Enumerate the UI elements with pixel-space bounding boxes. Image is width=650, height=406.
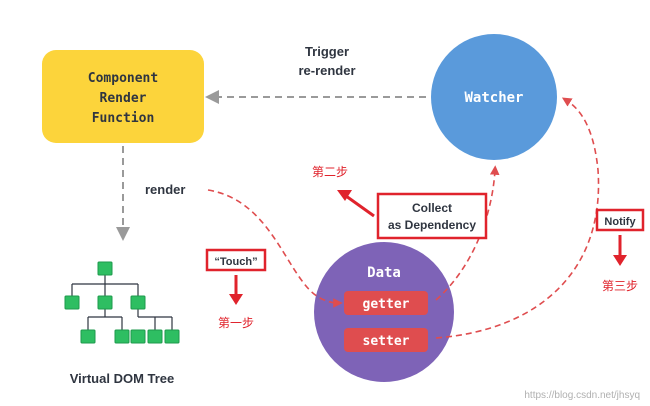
notify-box: Notify [595,208,645,232]
vdom-nodes [64,261,180,344]
component-label-line3: Function [92,111,155,126]
component-render-function-box: Component Render Function [42,50,204,143]
vdom-label: Virtual DOM Tree [70,371,175,386]
touch-curve-arrow [207,189,343,308]
component-label-line2: Render [100,91,147,106]
virtual-dom-tree [71,275,173,332]
touch-box: “Touch” [205,248,267,272]
trigger-label-line2: re-render [298,63,355,78]
collect-curve-arrow [435,165,500,301]
step1-label: 第一步 [218,316,254,330]
setter-pill [344,328,428,352]
collect-label-line1: Collect [412,201,452,215]
render-label: render [145,182,185,197]
touch-label: “Touch” [214,256,257,268]
data-node: Data getter setter [314,242,454,382]
getter-label: getter [363,297,410,312]
trigger-label-line1: Trigger [305,44,349,59]
watermark: https://blog.csdn.net/jhsyq [524,390,640,401]
step1-arrow-head [229,294,243,305]
watcher-label: Watcher [464,90,523,106]
collect-dependency-box: Collect as Dependency [376,192,488,240]
collect-label-line2: as Dependency [388,218,476,232]
step3-arrow-head [613,255,627,266]
notify-label: Notify [604,216,636,228]
watcher-node: Watcher [431,34,557,160]
step3-label: 第三步 [602,279,638,293]
step2-label: 第二步 [312,165,348,179]
step2-arrow-head [337,190,352,201]
step2-arrow-line [345,194,375,218]
getter-pill [344,291,428,315]
component-label-line1: Component [88,71,158,86]
data-label: Data [367,265,401,281]
setter-label: setter [363,334,410,349]
